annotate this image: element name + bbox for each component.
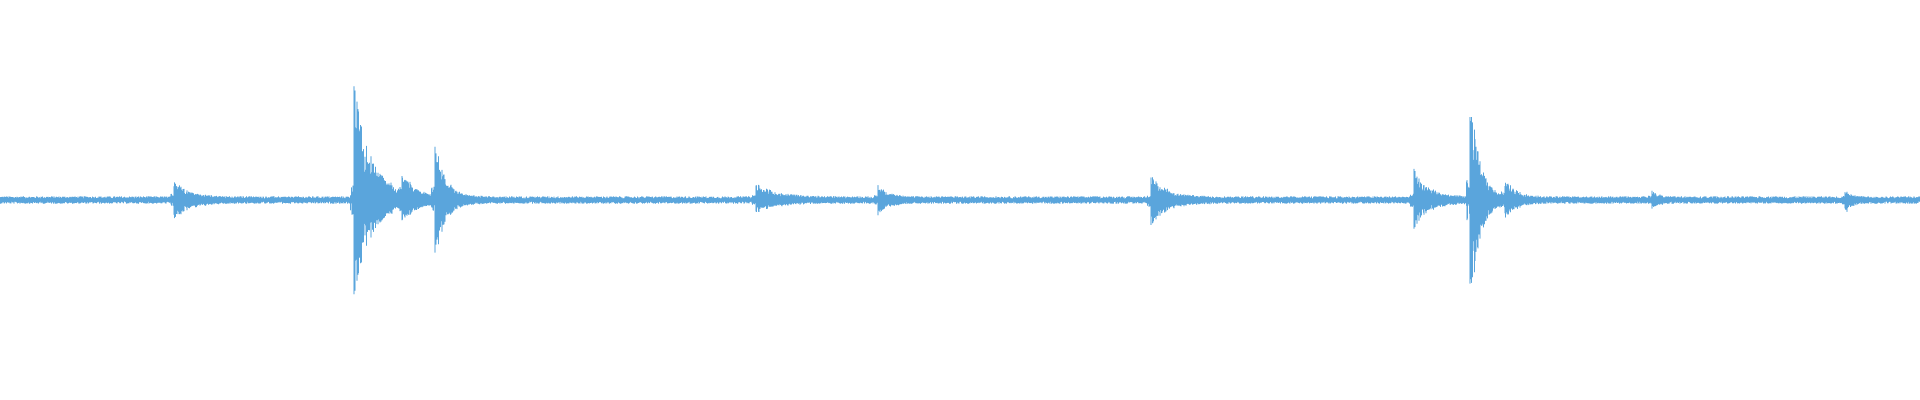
waveform-trace — [0, 86, 1920, 295]
